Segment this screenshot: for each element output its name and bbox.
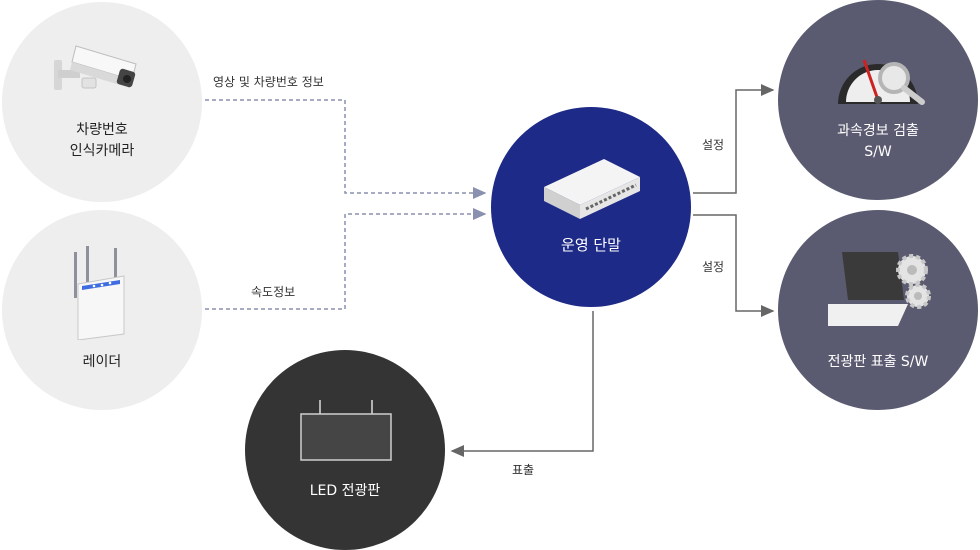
led-label: LED 전광판 xyxy=(309,483,381,499)
camera-label-line1: 차량번호 xyxy=(76,122,128,138)
laptop-gears-icon xyxy=(828,252,931,326)
radar-to-terminal-line xyxy=(205,208,487,310)
terminal-to-display-line xyxy=(693,214,775,317)
operating-terminal-node: 운영 단말 xyxy=(491,107,691,307)
network-switch-icon xyxy=(544,159,640,219)
camera-to-terminal-line xyxy=(205,99,487,199)
terminal-to-led-line xyxy=(450,311,594,457)
edge-label-speed-info: 속도정보 xyxy=(251,285,296,299)
wifi-router-icon xyxy=(74,246,125,340)
terminal-label: 운영 단말 xyxy=(561,236,621,254)
edge-label-display: 표출 xyxy=(512,463,535,477)
camera-node: 차량번호 인식카메라 xyxy=(2,2,202,202)
edge-label-setting-bottom: 설정 xyxy=(702,260,725,274)
display-sw-label: 전광판 표출 S/W xyxy=(827,354,929,370)
camera-label-line2: 인식카메라 xyxy=(69,143,135,159)
speed-sw-label-line2: S/W xyxy=(864,144,892,160)
led-signboard-icon xyxy=(300,400,392,461)
terminal-to-speed-line xyxy=(693,84,775,194)
speed-warning-sw-node: 과속경보 검출 S/W xyxy=(778,0,978,200)
radar-node: 레이더 xyxy=(2,210,202,410)
edge-label-video-plate: 영상 및 차량번호 정보 xyxy=(213,75,324,89)
edge-label-setting-top: 설정 xyxy=(702,138,725,152)
speed-sw-label-line1: 과속경보 검출 xyxy=(837,123,919,139)
cctv-camera-icon xyxy=(54,45,137,90)
speedometer-magnifier-icon xyxy=(838,59,925,105)
radar-label: 레이더 xyxy=(82,354,122,370)
led-display-node: LED 전광판 xyxy=(245,350,445,550)
display-board-sw-node: 전광판 표출 S/W xyxy=(778,210,978,410)
